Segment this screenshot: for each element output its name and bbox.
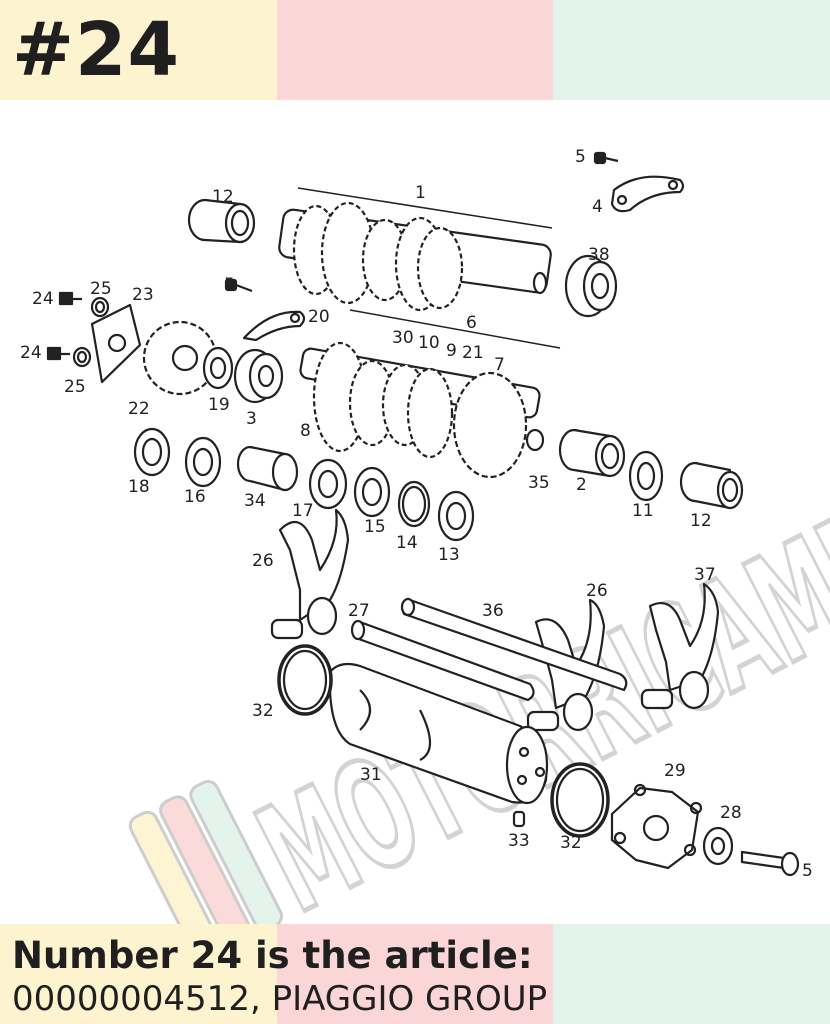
index-star-29 [610, 783, 703, 870]
label-29: 29 [664, 761, 686, 781]
label-31: 31 [360, 765, 382, 785]
label-35: 35 [528, 473, 550, 493]
secondary-shaft-6 [299, 341, 545, 479]
label-26-left: 26 [252, 551, 274, 571]
label-22: 22 [128, 399, 150, 419]
label-14: 14 [396, 533, 418, 553]
label-24-top: 24 [32, 289, 54, 309]
sleeve-34 [236, 445, 299, 492]
label-7: 7 [494, 355, 505, 375]
label-2: 2 [576, 475, 587, 495]
fork-shaft-27 [350, 619, 535, 702]
bearing-3 [233, 348, 284, 404]
label-8: 8 [300, 421, 311, 441]
label-20: 20 [308, 307, 330, 327]
part-labels: 1 12 5 4 38 24 25 23 5 20 6 30 10 9 21 7… [20, 147, 813, 881]
washers-25 [72, 296, 110, 368]
label-19: 19 [208, 395, 230, 415]
washer-18 [133, 427, 171, 477]
screw-5-top [593, 151, 619, 165]
label-33: 33 [508, 831, 530, 851]
pin-33 [512, 810, 526, 828]
label-13: 13 [438, 545, 460, 565]
label-23: 23 [132, 285, 154, 305]
shift-fork-37 [640, 582, 720, 710]
spacer-19 [202, 346, 234, 390]
label-5-top: 5 [575, 147, 586, 167]
washer-28 [702, 826, 734, 866]
o-ring-32-right [550, 762, 610, 838]
o-ring-32-left [277, 644, 333, 716]
label-21: 21 [462, 343, 484, 363]
page-title: #24 [12, 7, 180, 93]
label-26-right: 26 [586, 581, 608, 601]
bracket-4 [610, 175, 685, 213]
label-5-mid: 5 [224, 275, 235, 295]
label-38: 38 [588, 245, 610, 265]
label-28: 28 [720, 803, 742, 823]
label-24-bottom: 24 [20, 343, 42, 363]
label-25-bottom: 25 [64, 377, 86, 397]
needle-sleeve-12-bottom [679, 461, 744, 510]
exploded-parts-diagram: MOTORRICAMBI [20, 147, 830, 924]
article-caption: Number 24 is the article: 00000004512, P… [12, 934, 547, 1020]
label-11: 11 [632, 501, 654, 521]
label-37: 37 [694, 565, 716, 585]
caption-heading: Number 24 is the article: [12, 934, 533, 977]
selector-drum-31 [328, 662, 549, 805]
label-32-left: 32 [252, 701, 274, 721]
footer-band [0, 924, 830, 1024]
label-16: 16 [184, 487, 206, 507]
screw-5-bottom [740, 850, 800, 877]
label-4: 4 [592, 197, 603, 217]
washer-17 [308, 458, 348, 510]
label-17: 17 [292, 501, 314, 521]
header-band [0, 0, 830, 100]
label-15: 15 [364, 517, 386, 537]
label-3: 3 [246, 409, 257, 429]
label-36: 36 [482, 601, 504, 621]
caption-article-number: 00000004512, PIAGGIO GROUP [12, 979, 548, 1019]
washer-16 [184, 436, 222, 488]
needle-sleeve-12-top [187, 198, 256, 244]
screw-5-mid [224, 278, 253, 293]
fork-shaft-36 [400, 597, 628, 692]
washer-13 [437, 490, 475, 542]
washer-15 [353, 466, 391, 518]
label-34: 34 [244, 491, 266, 511]
washer-11 [628, 450, 664, 502]
label-9: 9 [446, 341, 457, 361]
needle-bearing-2 [558, 428, 626, 478]
screws-24 [46, 291, 82, 361]
shift-fork-26-right [526, 598, 606, 732]
label-12-top: 12 [212, 187, 234, 207]
bracket-20 [242, 310, 306, 342]
label-6: 6 [466, 313, 477, 333]
label-10: 10 [418, 333, 440, 353]
label-18: 18 [128, 477, 150, 497]
cover-plate-23 [90, 303, 142, 384]
label-1: 1 [415, 183, 426, 203]
label-5-bottom: 5 [802, 861, 813, 881]
label-25-top: 25 [90, 279, 112, 299]
label-30: 30 [392, 328, 414, 348]
shift-fork-26-left [270, 508, 350, 640]
label-32-right: 32 [560, 833, 582, 853]
label-12-bottom: 12 [690, 511, 712, 531]
primary-shaft-1 [278, 201, 552, 312]
bearing-38 [564, 254, 618, 318]
label-27: 27 [348, 601, 370, 621]
circlip-14 [397, 480, 431, 528]
